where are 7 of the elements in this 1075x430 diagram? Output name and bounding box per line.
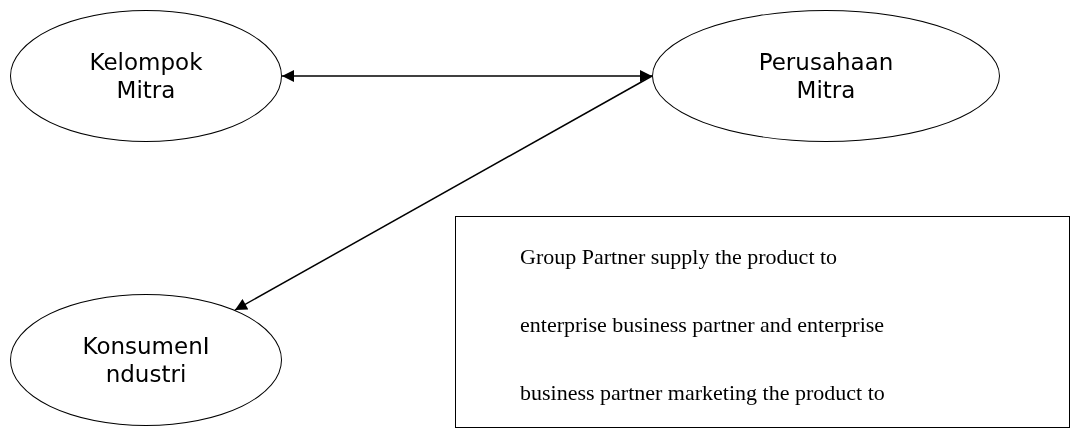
arrow bbox=[234, 75, 653, 311]
description-text: Group Partner supply the product to enterprise business partner and enterprise business partner marketing the product to bbox=[520, 243, 886, 407]
node-label: Perusahaan Mitra bbox=[757, 48, 895, 104]
node-label: KonsumenI ndustri bbox=[81, 332, 211, 388]
arrow bbox=[281, 70, 653, 82]
node-label: Kelompok Mitra bbox=[88, 48, 204, 104]
text-box bbox=[455, 216, 1070, 428]
